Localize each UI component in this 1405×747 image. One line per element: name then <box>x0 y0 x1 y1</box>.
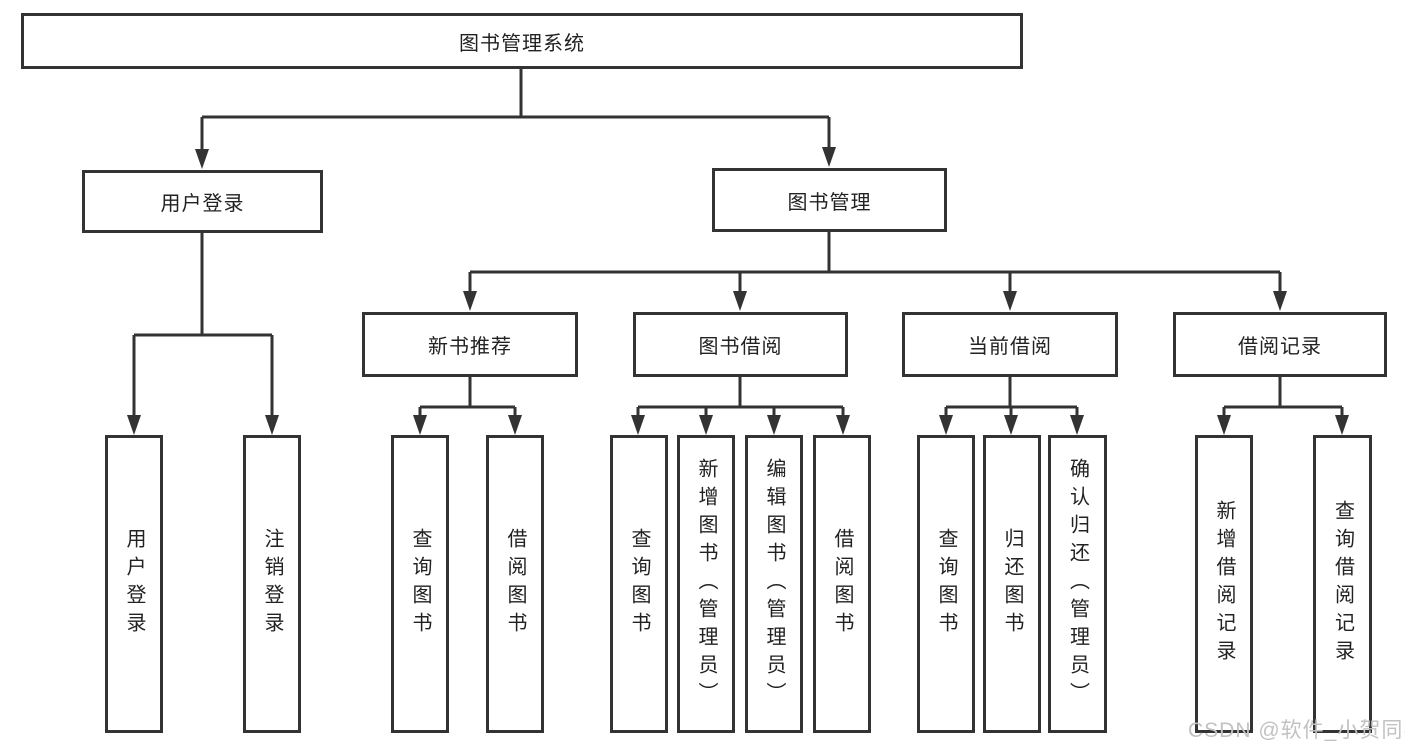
node-leaf-add-book-admin-label: 新增图书（管理员） <box>695 458 717 710</box>
node-leaf-add-borrow-record: 新增借阅记录 <box>1195 435 1253 733</box>
node-new-book-recommendation: 新书推荐 <box>362 312 578 377</box>
node-leaf-query-books-3: 查询图书 <box>917 435 975 733</box>
node-leaf-user-login-label: 用户登录 <box>123 528 145 640</box>
node-leaf-return-book-label: 归还图书 <box>1001 528 1023 640</box>
node-book-borrowing: 图书借阅 <box>633 312 848 377</box>
node-leaf-query-books-2-label: 查询图书 <box>628 528 650 640</box>
node-leaf-borrow-books-1-label: 借阅图书 <box>504 528 526 640</box>
node-current-borrowing-label: 当前借阅 <box>968 336 1052 358</box>
node-leaf-return-book: 归还图书 <box>983 435 1041 733</box>
node-leaf-query-books-3-label: 查询图书 <box>935 528 957 640</box>
node-leaf-confirm-return-admin-label: 确认归还（管理员） <box>1066 458 1089 710</box>
node-leaf-query-borrow-record-label: 查询借阅记录 <box>1331 500 1354 668</box>
node-leaf-confirm-return-admin: 确认归还（管理员） <box>1048 435 1107 733</box>
node-book-borrowing-label: 图书借阅 <box>698 336 783 358</box>
node-borrowing-records: 借阅记录 <box>1173 312 1387 377</box>
node-leaf-user-login: 用户登录 <box>105 435 163 733</box>
node-leaf-edit-book-admin-label: 编辑图书（管理员） <box>763 458 785 710</box>
node-leaf-borrow-books-1: 借阅图书 <box>486 435 544 733</box>
node-borrowing-records-label: 借阅记录 <box>1238 336 1322 358</box>
node-new-book-recommendation-label: 新书推荐 <box>428 336 512 358</box>
node-leaf-logout-label: 注销登录 <box>261 528 283 640</box>
node-book-management-label: 图书管理 <box>787 191 872 214</box>
node-leaf-add-borrow-record-label: 新增借阅记录 <box>1213 500 1235 668</box>
node-current-borrowing: 当前借阅 <box>902 312 1118 377</box>
node-leaf-borrow-books-2: 借阅图书 <box>813 435 871 733</box>
node-user-login: 用户登录 <box>82 170 323 233</box>
node-leaf-edit-book-admin: 编辑图书（管理员） <box>745 435 803 733</box>
node-leaf-logout: 注销登录 <box>243 435 301 733</box>
node-leaf-query-books-1: 查询图书 <box>391 435 449 733</box>
node-leaf-add-book-admin: 新增图书（管理员） <box>677 435 735 733</box>
arrowheads <box>127 147 1349 435</box>
node-leaf-query-books-2: 查询图书 <box>610 435 668 733</box>
node-book-management: 图书管理 <box>712 168 947 232</box>
node-library-system-label: 图书管理系统 <box>459 32 585 55</box>
node-leaf-query-borrow-record: 查询借阅记录 <box>1313 435 1372 733</box>
node-user-login-label: 用户登录 <box>160 193 245 215</box>
node-leaf-borrow-books-2-label: 借阅图书 <box>831 528 853 640</box>
watermark-text: CSDN @软件_小贺同学 <box>1188 719 1405 742</box>
node-leaf-query-books-1-label: 查询图书 <box>409 528 431 640</box>
node-library-system: 图书管理系统 <box>21 13 1023 69</box>
